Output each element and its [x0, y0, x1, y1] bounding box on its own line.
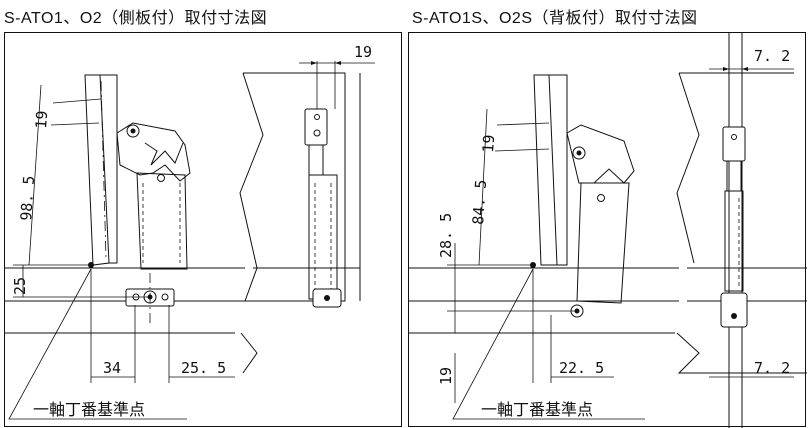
dim-34: 34: [103, 359, 121, 377]
hinge-arm: [116, 122, 191, 182]
dim-25: 25: [11, 277, 29, 295]
dim-28-5: 28. 5: [437, 213, 455, 258]
dim-98-5: 98. 5: [17, 175, 38, 221]
dim-19-angled: 19: [32, 110, 51, 129]
dim-19-top: 19: [354, 43, 372, 61]
side-panel-drawing: 19 19 98. 5 25 34 25. 5 一軸丁番基準点: [5, 43, 375, 420]
dim-7-2-top: 7. 2: [754, 47, 790, 65]
damper-body-right: [576, 182, 630, 304]
reference-label-right: 一軸丁番基準点: [481, 400, 593, 419]
dim-25-5: 25. 5: [181, 359, 226, 377]
drawing-panel-right: 7. 2 19 84. 5 28. 5 19 22. 5 7. 2 一軸丁番基準…: [408, 32, 807, 428]
cabinet-outline: [243, 72, 346, 302]
diagram-title-left: S-ATO1、O2（側板付）取付寸法図: [4, 10, 268, 27]
dim-22-5: 22. 5: [559, 359, 604, 377]
back-panel-drawing: 7. 2 19 84. 5 28. 5 19 22. 5 7. 2 一軸丁番基準…: [409, 33, 807, 428]
dim-19-bottom: 19: [437, 367, 455, 385]
reference-leader: [8, 268, 187, 420]
damper-body: [136, 172, 188, 270]
cabinet-break-line: [239, 72, 264, 302]
diagram-title-right: S-ATO1S、O2S（背板付）取付寸法図: [412, 10, 698, 27]
damper-rail-right: [724, 190, 744, 292]
dim-7-2-bottom: 7. 2: [754, 359, 790, 377]
drawing-panel-left: 19 19 98. 5 25 34 25. 5 一軸丁番基準点: [4, 32, 402, 427]
dim-19-angled-right: 19: [479, 134, 498, 153]
reference-label: 一軸丁番基準点: [33, 400, 145, 419]
dim-84-5: 84. 5: [469, 179, 490, 225]
door-panel-right: [533, 74, 558, 266]
reference-leader-right: [452, 268, 645, 420]
damper-rail: [308, 174, 338, 300]
